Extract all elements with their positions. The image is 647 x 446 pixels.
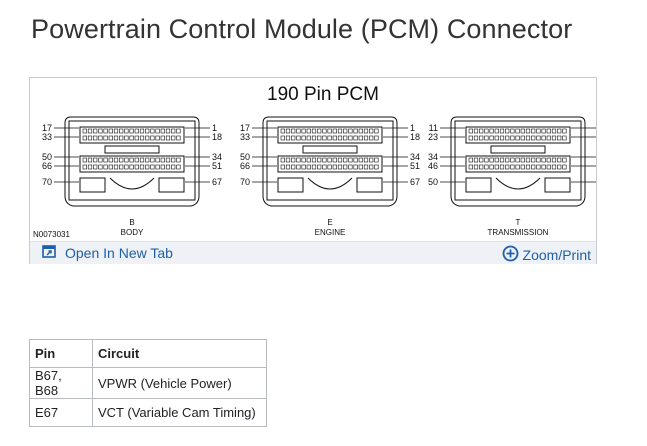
row-circuit: VCT (Variable Cam Timing) [92,398,267,427]
connector-name: BODY [121,228,144,237]
table-row: E67 VCT (Variable Cam Timing) [29,398,267,427]
connector-letter: E [327,218,332,227]
connectors-group: 1733506670118345167BBODY1733506670118345… [42,116,596,237]
pin-label-left: 23 [428,132,438,142]
pin-label-left: 11 [429,123,438,133]
pin-label-left: 33 [240,132,250,142]
figure-toolbar: Open In New Tab Zoom/Print [30,241,596,264]
zoom-plus-icon [502,245,519,265]
connector-letter: T [516,218,521,227]
pin-label-right: 67 [410,177,420,187]
pin-label-right: 34 [212,152,222,162]
pin-label-right: 1 [212,123,217,133]
open-new-tab-icon [42,245,56,261]
pin-label-left: 50 [428,177,438,187]
table-row: B67, B68 VPWR (Vehicle Power) [29,367,267,399]
pin-label-left: 66 [42,161,52,171]
row-pin: E67 [29,398,93,427]
row-circuit: VPWR (Vehicle Power) [92,367,267,399]
pin-label-right: 34 [410,152,420,162]
pin-label-right: 18 [410,132,420,142]
pin-label-left: 50 [240,152,250,162]
header-circuit: Circuit [92,339,267,368]
pin-label-left: 17 [240,123,250,133]
connector-name: ENGINE [315,228,346,237]
zoom-print-label: Zoom/Print [522,247,591,263]
connector-transmission: 1123344650112243547TTRANSMISSION [428,116,596,237]
open-new-tab-label: Open In New Tab [65,245,173,261]
connector-name: TRANSMISSION [488,228,549,237]
pin-label-left: 50 [42,152,52,162]
figure-title: 190 Pin PCM [267,84,379,105]
table-header-row: Pin Circuit [29,339,267,368]
header-pin: Pin [29,339,93,368]
row-pin: B67, B68 [29,367,93,399]
pin-label-left: 17 [42,123,52,133]
figure-image-id: N0073031 [33,230,70,239]
zoom-print-link[interactable]: Zoom/Print [502,245,591,265]
diagram-svg: 190 Pin PCM 1733506670118345167BBODY1733… [33,84,596,239]
pin-label-right: 1 [410,123,415,133]
pin-label-right: 18 [212,132,222,142]
pin-label-left: 34 [428,152,438,162]
pin-label-left: 70 [42,177,52,187]
pin-label-right: 67 [212,177,222,187]
page-title: Powertrain Control Module (PCM) Connecto… [31,14,573,44]
pin-label-right: 51 [410,161,420,171]
pin-label-left: 70 [240,177,250,187]
connector-letter: B [129,218,134,227]
pin-label-left: 46 [428,161,438,171]
circuit-table: Pin Circuit B67, B68 VPWR (Vehicle Power… [29,339,267,427]
pin-label-right: 51 [212,161,222,171]
pin-label-left: 66 [240,161,250,171]
open-new-tab-link[interactable]: Open In New Tab [42,245,173,261]
pin-label-left: 33 [42,132,52,142]
